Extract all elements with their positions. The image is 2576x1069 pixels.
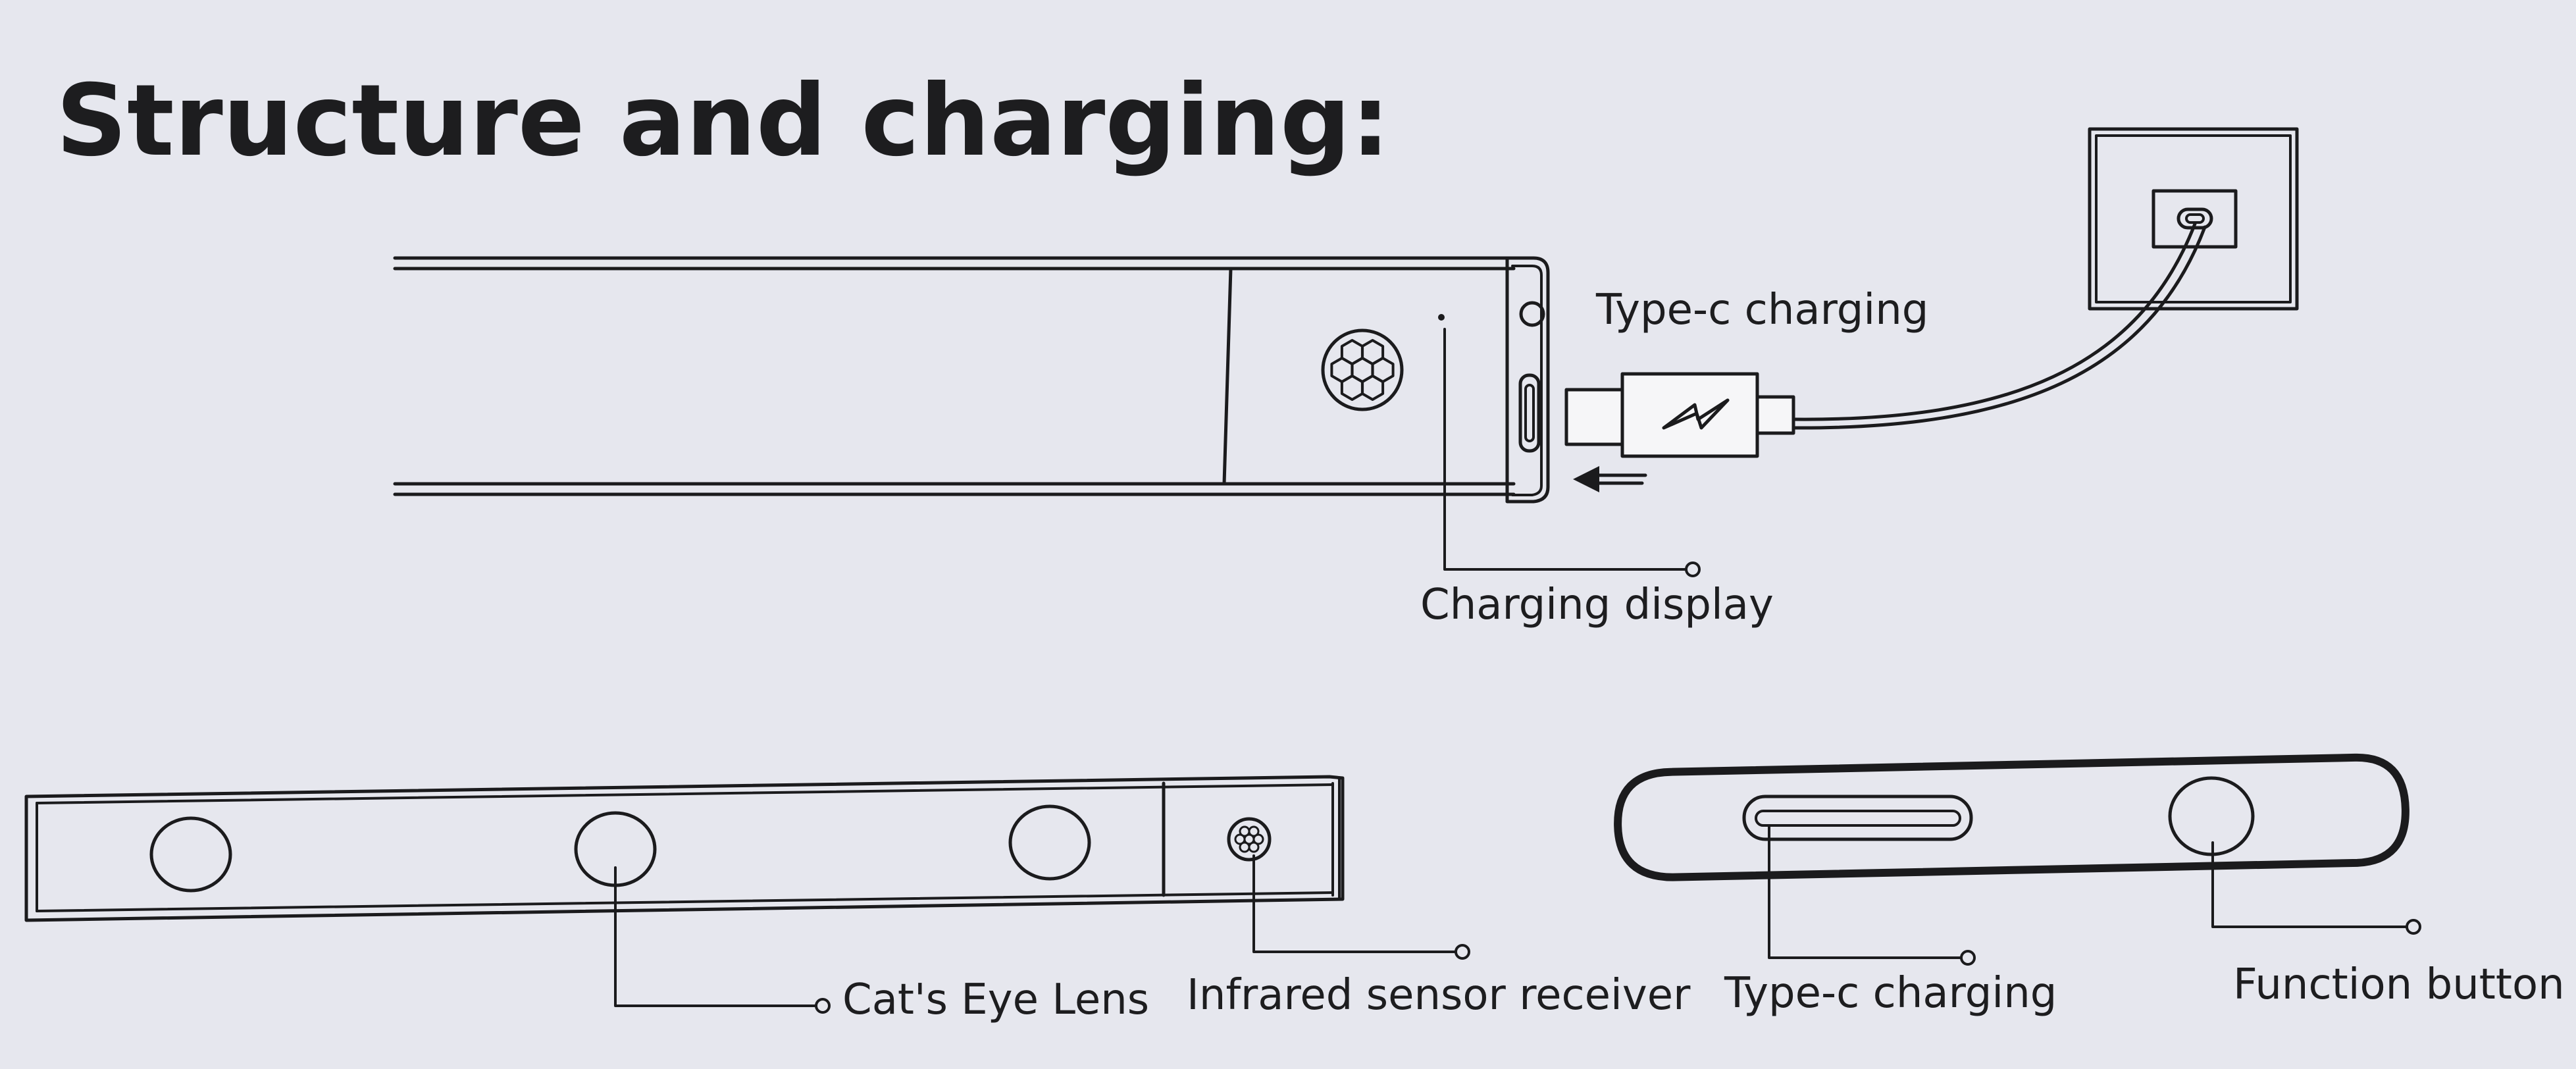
usb-wall-socket-icon	[2088, 127, 2299, 311]
function-button-icon	[1519, 301, 1545, 327]
page-title: Structure and charging:	[56, 64, 1390, 178]
usb-c-cable	[1564, 222, 2207, 458]
left-arrow-icon	[1573, 466, 1647, 492]
label-function-button: Function button	[2233, 960, 2565, 1009]
label-cats-eye-lens: Cat's Eye Lens	[842, 976, 1149, 1024]
usb-c-port-end-icon	[1742, 795, 1973, 841]
lightning-bolt-icon	[1662, 398, 1730, 430]
light-bar-end-view	[1614, 753, 2409, 881]
cats-eye-lens-left	[149, 816, 232, 893]
label-infrared-sensor-receiver: Infrared sensor receiver	[1187, 971, 1691, 1020]
charging-display-indicator	[1438, 314, 1445, 321]
light-bar-front-view	[24, 775, 1345, 922]
hexagon-grid-sensor-icon	[1321, 328, 1404, 411]
usb-c-port-icon	[1518, 373, 1541, 453]
label-type-c-charging-bottom: Type-c charging	[1724, 969, 2057, 1018]
label-type-c-charging-top: Type-c charging	[1595, 286, 1928, 334]
light-bar-top-view	[393, 256, 1550, 504]
infrared-sensor-icon	[1227, 817, 1272, 862]
label-charging-display: Charging display	[1420, 581, 1774, 629]
cats-eye-lens-right	[1008, 804, 1091, 881]
